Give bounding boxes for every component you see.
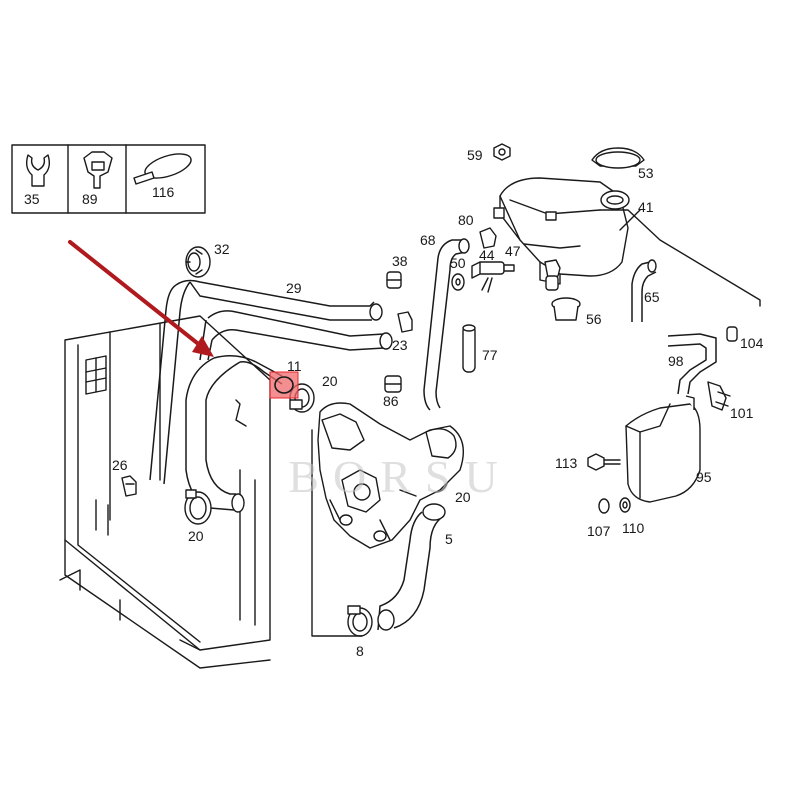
- washer-107: [598, 498, 610, 514]
- cap-53: [591, 147, 645, 169]
- callout-56: 56: [586, 311, 602, 327]
- callout-65: 65: [644, 289, 660, 305]
- callout-113: 113: [555, 455, 578, 471]
- bushing-86: [384, 375, 402, 393]
- reservoir-95: [625, 395, 701, 503]
- callout-23: 23: [392, 337, 408, 353]
- hose-68: [423, 238, 470, 411]
- grommet-32: [185, 246, 211, 278]
- watermark: BORSU: [288, 451, 511, 502]
- callout-104: 104: [740, 335, 764, 351]
- callout-80: 80: [458, 212, 474, 228]
- bracket-101: [707, 381, 731, 411]
- hose-98: [667, 333, 717, 395]
- clamp-20-left: [184, 489, 212, 525]
- legend-label-89: 89: [82, 191, 98, 207]
- callout-11: 11: [287, 358, 302, 374]
- radiator: [59, 315, 271, 669]
- seal-41: [600, 190, 630, 210]
- legend-label-35: 35: [24, 191, 40, 207]
- callout-110: 110: [622, 520, 645, 536]
- leader-8: [311, 429, 363, 637]
- legend-box: 35 89 116: [11, 144, 206, 214]
- tank-line: [599, 209, 761, 307]
- callout-41: 41: [638, 199, 654, 215]
- clip-26: [121, 475, 137, 497]
- callout-59: 59: [467, 147, 483, 163]
- callout-8: 8: [356, 643, 364, 659]
- legend-label-116: 116: [152, 184, 175, 200]
- callout-53: 53: [638, 165, 654, 181]
- sensor-44: [471, 261, 515, 293]
- callout-26: 26: [112, 457, 128, 473]
- grommet-104: [726, 326, 738, 342]
- callout-38: 38: [392, 253, 408, 269]
- callout-20-top: 20: [322, 373, 338, 389]
- bushing-38: [386, 271, 402, 289]
- callout-32: 32: [214, 241, 230, 257]
- cap-38-small: [545, 275, 559, 291]
- callout-50: 50: [450, 255, 466, 271]
- pipe-77: [462, 324, 476, 373]
- grommet-56: [551, 297, 581, 321]
- clip-23: [397, 311, 413, 333]
- callout-20-right: 20: [455, 489, 471, 505]
- hose-5: [377, 503, 446, 631]
- callout-77: 77: [482, 347, 498, 363]
- cable-tie-icon: [133, 153, 192, 185]
- tank-line-b: [619, 209, 641, 231]
- hose-23: [199, 310, 393, 361]
- callout-44: 44: [479, 247, 495, 263]
- callout-107: 107: [587, 523, 611, 539]
- clip-47: [544, 259, 561, 279]
- washer-50: [451, 273, 465, 291]
- clip-icon: [25, 154, 51, 187]
- callout-20-left: 20: [188, 528, 204, 544]
- callout-5: 5: [445, 531, 453, 547]
- bolt-113: [587, 453, 621, 471]
- callout-101: 101: [730, 405, 754, 421]
- expansion-tank: [493, 177, 629, 285]
- thermostat-housing: [317, 402, 464, 549]
- hose-29: [149, 279, 383, 485]
- hose-11: [185, 355, 283, 513]
- callout-98: 98: [668, 353, 684, 369]
- nut-59: [493, 143, 511, 161]
- callout-68: 68: [420, 232, 436, 248]
- callout-29: 29: [286, 280, 302, 296]
- highlight-11: [269, 371, 299, 399]
- nut-110: [619, 497, 631, 513]
- callout-47: 47: [505, 243, 521, 259]
- holder-icon: [83, 151, 113, 189]
- hose-65: [631, 259, 657, 322]
- red-arrow: [68, 240, 214, 357]
- clamp-8: [347, 605, 373, 637]
- callout-95: 95: [696, 469, 712, 485]
- callout-86: 86: [383, 393, 399, 409]
- clip-80: [479, 227, 497, 249]
